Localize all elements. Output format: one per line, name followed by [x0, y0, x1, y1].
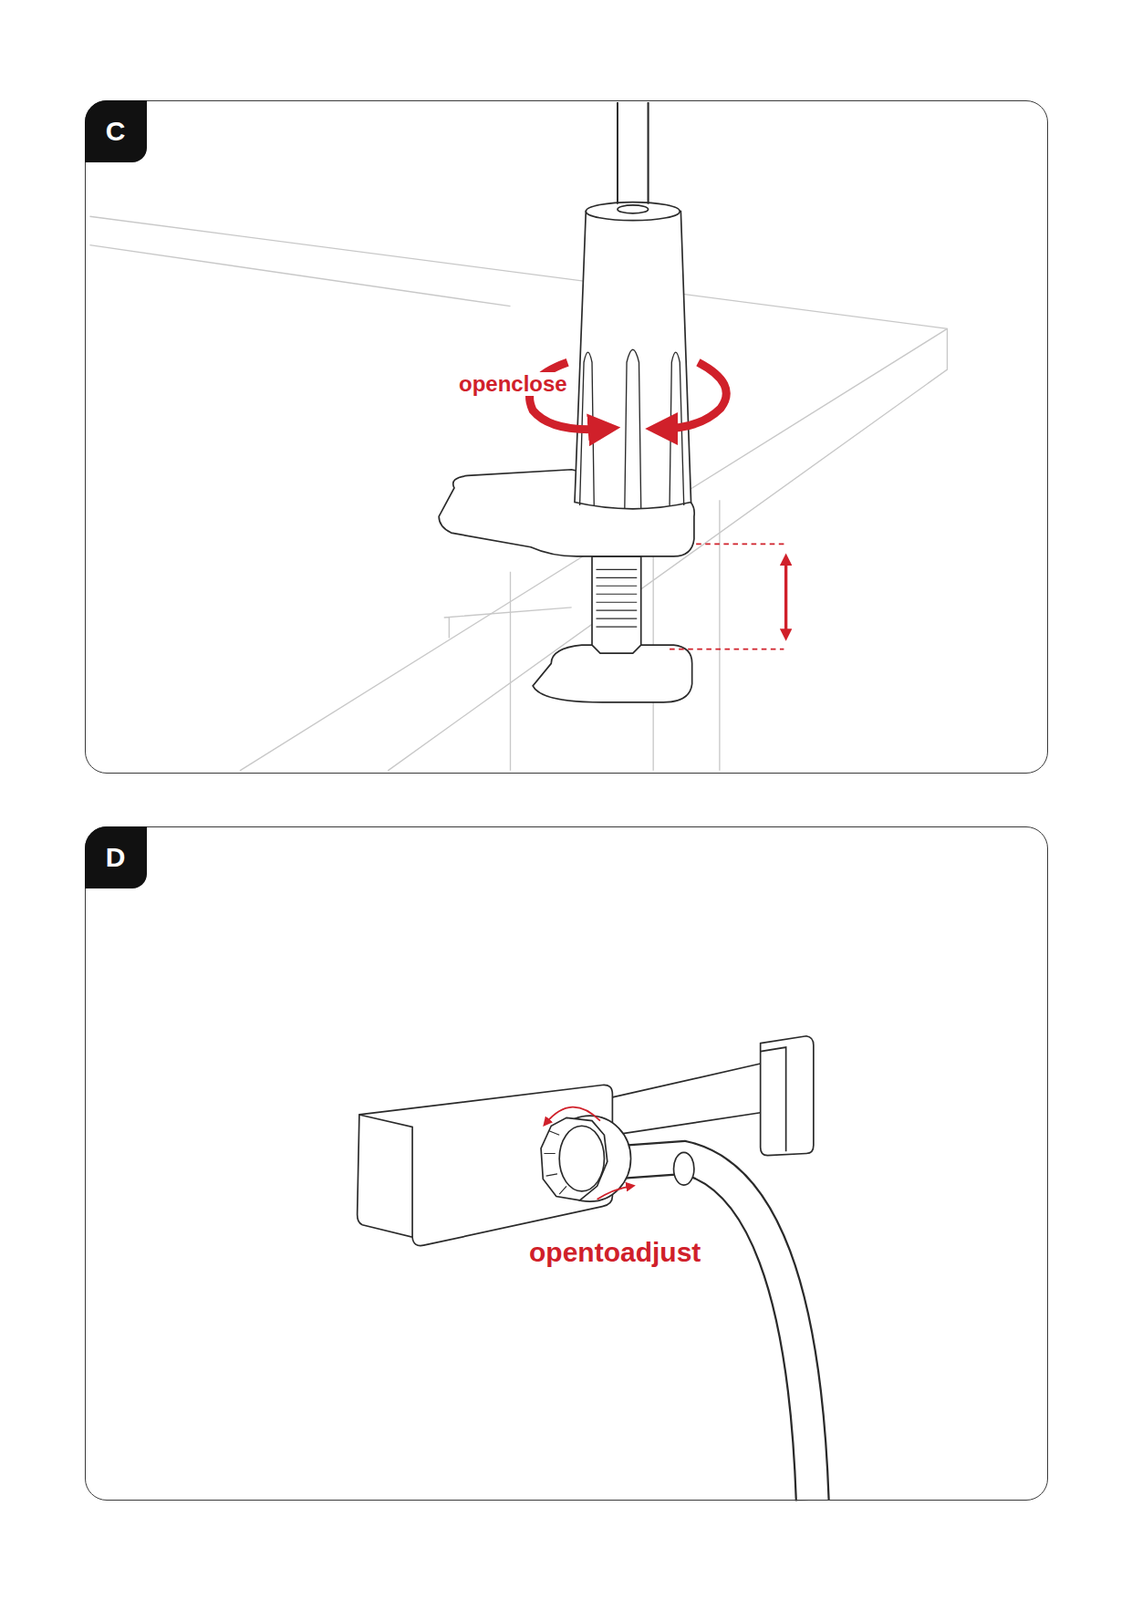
step-panel: C — [84, 100, 1049, 774]
step-tab: C — [84, 100, 147, 163]
table — [89, 216, 947, 771]
action-label: openclose — [456, 372, 570, 396]
step-tab: D — [84, 826, 147, 889]
step-letter: D — [105, 841, 126, 873]
step-letter: C — [105, 115, 126, 147]
motion-arrows — [529, 362, 787, 649]
holder — [357, 1036, 814, 1501]
clamp — [438, 102, 695, 703]
step-panel: D — [84, 826, 1049, 1501]
rotate-arrows — [546, 1107, 632, 1200]
action-label: opentoadjust — [527, 1236, 703, 1268]
